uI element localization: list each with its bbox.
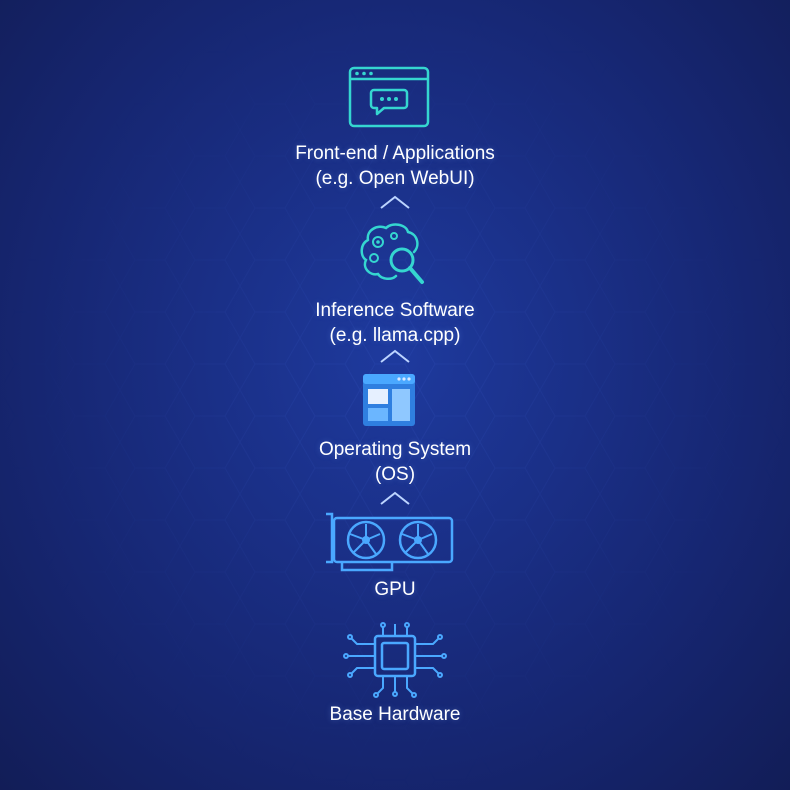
chevron-up-icon bbox=[380, 195, 410, 209]
frontend-label-title: Front-end / Applications bbox=[295, 143, 495, 164]
inference-label-title: Inference Software bbox=[315, 300, 475, 321]
os-label-title: Operating System bbox=[318, 439, 472, 460]
inference-label-example: (e.g. llama.cpp) bbox=[329, 325, 461, 346]
os-label-example: (OS) bbox=[374, 464, 416, 485]
chat-window-icon bbox=[348, 66, 430, 128]
frontend-label-example: (e.g. Open WebUI) bbox=[315, 168, 475, 189]
chevron-up-icon bbox=[380, 349, 410, 363]
cpu-chip-icon bbox=[343, 622, 447, 698]
graphics-card-icon bbox=[326, 512, 454, 572]
app-window-icon bbox=[363, 374, 415, 426]
brain-magnifier-icon bbox=[360, 223, 424, 284]
gpu-label: GPU bbox=[374, 579, 416, 600]
chevron-up-icon bbox=[380, 491, 410, 505]
hardware-label: Base Hardware bbox=[329, 704, 461, 725]
